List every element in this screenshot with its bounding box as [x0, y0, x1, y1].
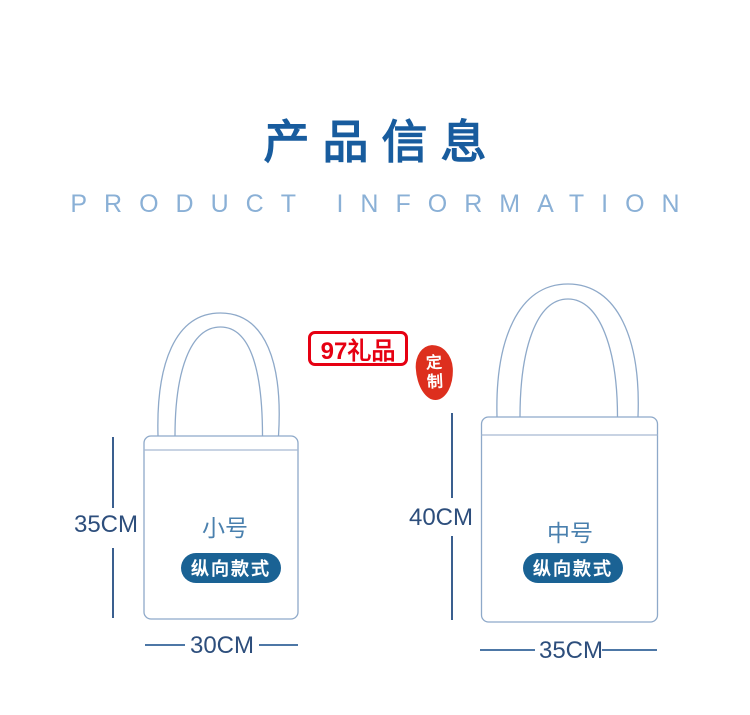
seal-char-top: 定 [425, 354, 443, 372]
watermark-brand-text: 97礼品 [320, 338, 396, 365]
small-bag-handle-outer-outline [157, 312, 280, 437]
seal-char-bottom: 制 [426, 373, 444, 391]
watermark-brand-box: 97礼品 [308, 331, 408, 366]
page-title: 产品信息 [263, 116, 500, 168]
small-bag-style-badge: 纵向款式 [181, 553, 281, 583]
medium-bag-handle-outer-outline [496, 283, 639, 418]
medium-bag-height-label: 40CM [408, 504, 474, 531]
medium-bag-size-label: 中号 [547, 520, 593, 546]
small-bag-height-line-bottom [112, 548, 114, 618]
small-bag-height-line-top [112, 437, 114, 508]
medium-bag-handle-inner-outline [519, 298, 619, 418]
small-bag-size-label: 小号 [202, 515, 248, 541]
page-subtitle: PRODUCT INFORMATION [70, 190, 697, 218]
medium-bag-width-line-right [602, 649, 657, 651]
medium-bag-width-line-left [480, 649, 535, 651]
watermark-seal-icon: 定 制 [414, 344, 455, 401]
medium-bag-style-badge: 纵向款式 [523, 553, 623, 583]
medium-bag-height-line-top [451, 413, 453, 498]
medium-bag-width-label: 35CM [538, 637, 604, 664]
medium-bag-height-line-bottom [451, 536, 453, 620]
small-bag-height-label: 35CM [73, 511, 139, 538]
small-bag-width-line-left [145, 644, 185, 646]
small-bag-width-line-right [259, 644, 298, 646]
small-bag-handle-inner-outline [174, 326, 264, 437]
small-bag-width-label: 30CM [189, 632, 255, 659]
